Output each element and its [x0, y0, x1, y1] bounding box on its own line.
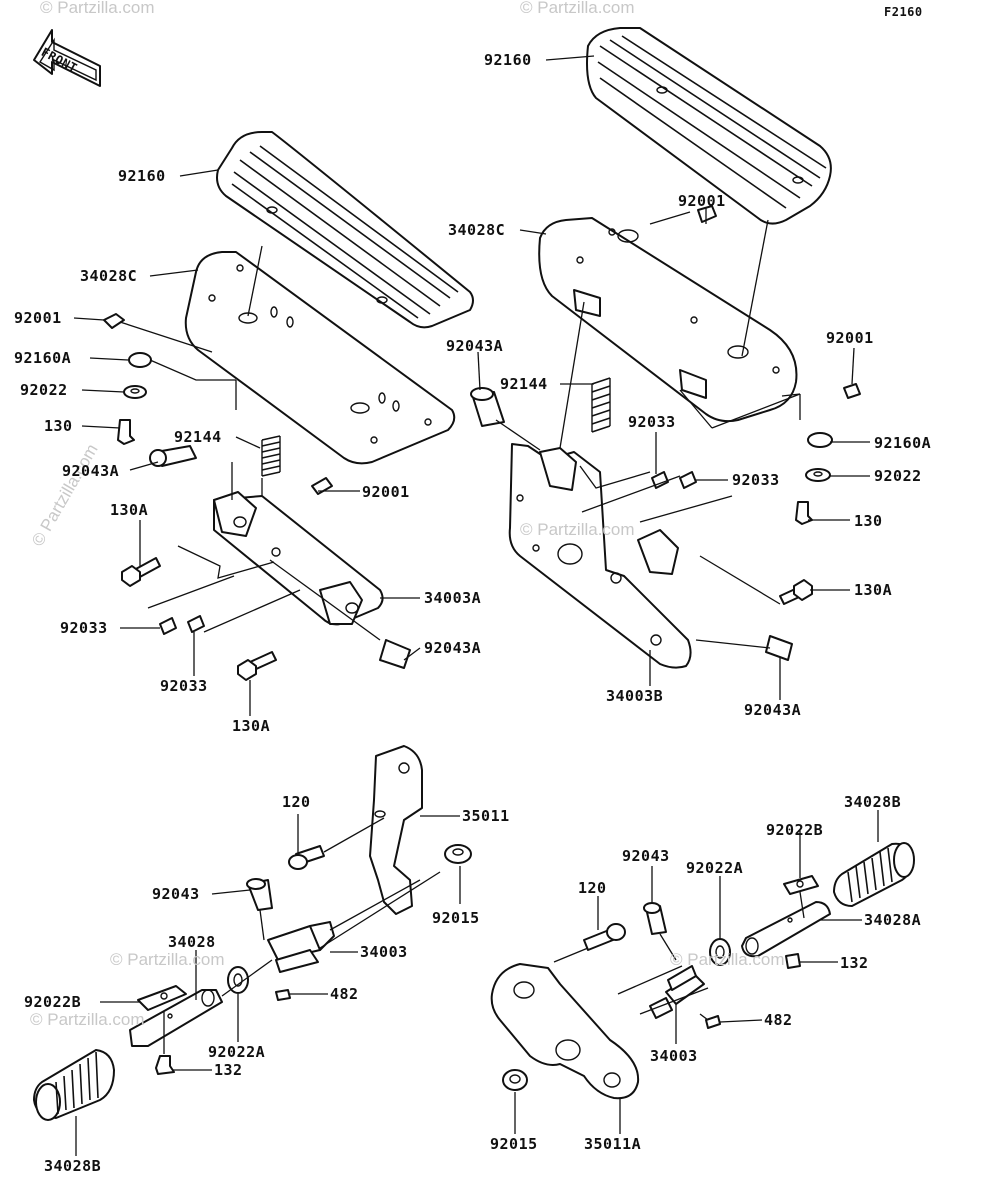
callout-right-clip-b: 92033 — [732, 471, 780, 489]
callout-right-bolt-130: 130 — [854, 512, 883, 530]
watermark: © Partzilla.com — [670, 950, 785, 969]
figure-code: F2160 — [884, 5, 923, 19]
callout-left-floorboard-pad: 92160 — [118, 167, 166, 185]
callout-left-peg-pin: 92043 — [152, 885, 200, 903]
callout-right-peg-footpeg: 34028A — [864, 911, 922, 929]
callout-right-peg-rubber: 34028B — [844, 793, 902, 811]
right-floorboard — [538, 217, 798, 423]
callout-left-bolt-lower: 92001 — [362, 483, 410, 501]
callout-left-peg-cotter: 482 — [330, 985, 359, 1003]
callout-left-pin-lower: 92043A — [424, 639, 482, 657]
front-arrow-icon — [33, 29, 101, 87]
watermark: © Partzilla.com — [110, 950, 225, 969]
left-peg-assembly — [33, 745, 472, 1121]
callout-left-bolt-130a-lower: 130A — [232, 717, 271, 735]
callout-left-damper: 92160A — [14, 349, 72, 367]
callout-left-peg-plate: 92022B — [24, 993, 82, 1011]
callout-left-spring: 92144 — [174, 428, 222, 446]
right-small-parts — [470, 205, 861, 669]
callout-left-bracket: 34003A — [424, 589, 482, 607]
callout-right-washer: 92022 — [874, 467, 922, 485]
callout-left-clip-b: 92033 — [160, 677, 208, 695]
callout-right-bracket: 34003B — [606, 687, 664, 705]
callout-left-pin-upper: 92043A — [62, 462, 120, 480]
callout-left-clip-a: 92033 — [60, 619, 108, 637]
callout-right-bolt-130a: 130A — [854, 581, 893, 599]
left-floorboard-pad — [216, 131, 474, 329]
left-small-parts — [103, 313, 411, 681]
callout-left-washer: 92022 — [20, 381, 68, 399]
watermark: © Partzilla.com — [30, 1010, 145, 1029]
callout-right-pin-lower: 92043A — [744, 701, 802, 719]
callout-left-peg-holder: 34003 — [360, 943, 408, 961]
callout-left-bolt-top: 92001 — [14, 309, 62, 327]
watermark: © Partzilla.com — [520, 0, 635, 17]
callout-right-peg-holder: 34003 — [650, 1047, 698, 1065]
callout-right-peg-plate: 92022B — [766, 821, 824, 839]
callout-right-peg-washer: 92022A — [686, 859, 744, 877]
callout-right-bolt-side: 92001 — [826, 329, 874, 347]
callout-right-peg-cotter: 482 — [764, 1011, 793, 1029]
callout-right-damper: 92160A — [874, 434, 932, 452]
callout-right-peg-bracket: 35011A — [584, 1135, 642, 1153]
right-assembly-lines — [495, 211, 801, 649]
callout-right-bolt-top: 92001 — [678, 192, 726, 210]
right-floorboard-pad — [586, 27, 832, 225]
callout-right-clip-a: 92033 — [628, 413, 676, 431]
callout-left-floorboard: 34028C — [80, 267, 138, 285]
callout-left-peg-washer: 92022A — [208, 1043, 266, 1061]
callout-left-peg-footpeg: 34028 — [168, 933, 216, 951]
callout-right-peg-bolt: 120 — [578, 879, 607, 897]
left-assembly-lines — [119, 245, 381, 641]
callout-right-floorboard: 34028C — [448, 221, 506, 239]
callout-left-peg-collar: 92015 — [432, 909, 480, 927]
callout-right-peg-pin: 92043 — [622, 847, 670, 865]
callout-left-bolt-130: 130 — [44, 417, 73, 435]
callout-left-peg-bolt: 120 — [282, 793, 311, 811]
callout-left-peg-rubber: 34028B — [44, 1157, 102, 1175]
callout-left-bolt-130a-upper: 130A — [110, 501, 149, 519]
callout-right-pin: 92043A — [446, 337, 504, 355]
watermark: © Partzilla.com — [40, 0, 155, 17]
callout-left-peg-bracket: 35011 — [462, 807, 510, 825]
callout-right-spring: 92144 — [500, 375, 548, 393]
left-floorboard — [184, 251, 456, 465]
callout-left-peg-bolt-132: 132 — [214, 1061, 243, 1079]
right-peg-assembly — [490, 842, 915, 1100]
callout-right-peg-collar: 92015 — [490, 1135, 538, 1153]
watermark: © Partzilla.com — [520, 520, 635, 539]
callout-right-peg-bolt-132: 132 — [840, 954, 869, 972]
callout-right-floorboard-pad: 92160 — [484, 51, 532, 69]
callout-leaders — [73, 55, 879, 1156]
